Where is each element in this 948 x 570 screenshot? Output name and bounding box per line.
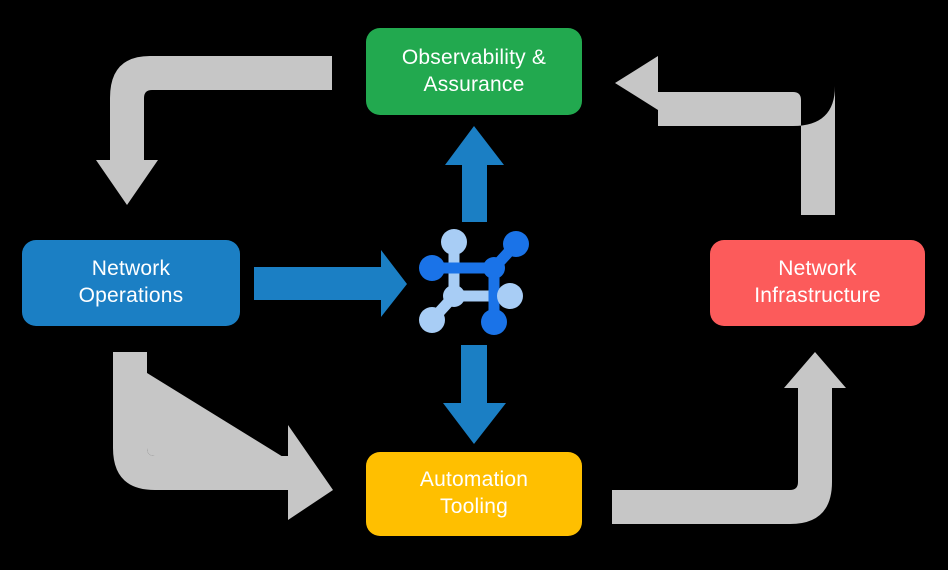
network-topology-icon	[419, 229, 529, 335]
node-automation-tooling[interactable]: Automation Tooling	[366, 452, 582, 536]
gray-elbow-arrow-bottom-right	[612, 352, 846, 524]
gray-elbow-arrow-top-right	[615, 56, 835, 215]
network-icon-dark-nodes	[419, 231, 529, 335]
gray-elbow-arrow-bottom-left-body	[113, 352, 333, 520]
blue-arrow-right	[254, 250, 407, 317]
network-icon-light-nodes	[419, 229, 523, 333]
node-observability-assurance[interactable]: Observability & Assurance	[366, 28, 582, 115]
blue-arrow-down	[443, 345, 506, 444]
gray-elbow-arrow-bottom-left	[113, 352, 288, 460]
gray-elbow-arrow-top-left	[96, 56, 332, 205]
blue-arrow-up	[445, 126, 504, 222]
node-network-operations[interactable]: Network Operations	[22, 240, 240, 326]
node-network-infrastructure[interactable]: Network Infrastructure	[710, 240, 925, 326]
